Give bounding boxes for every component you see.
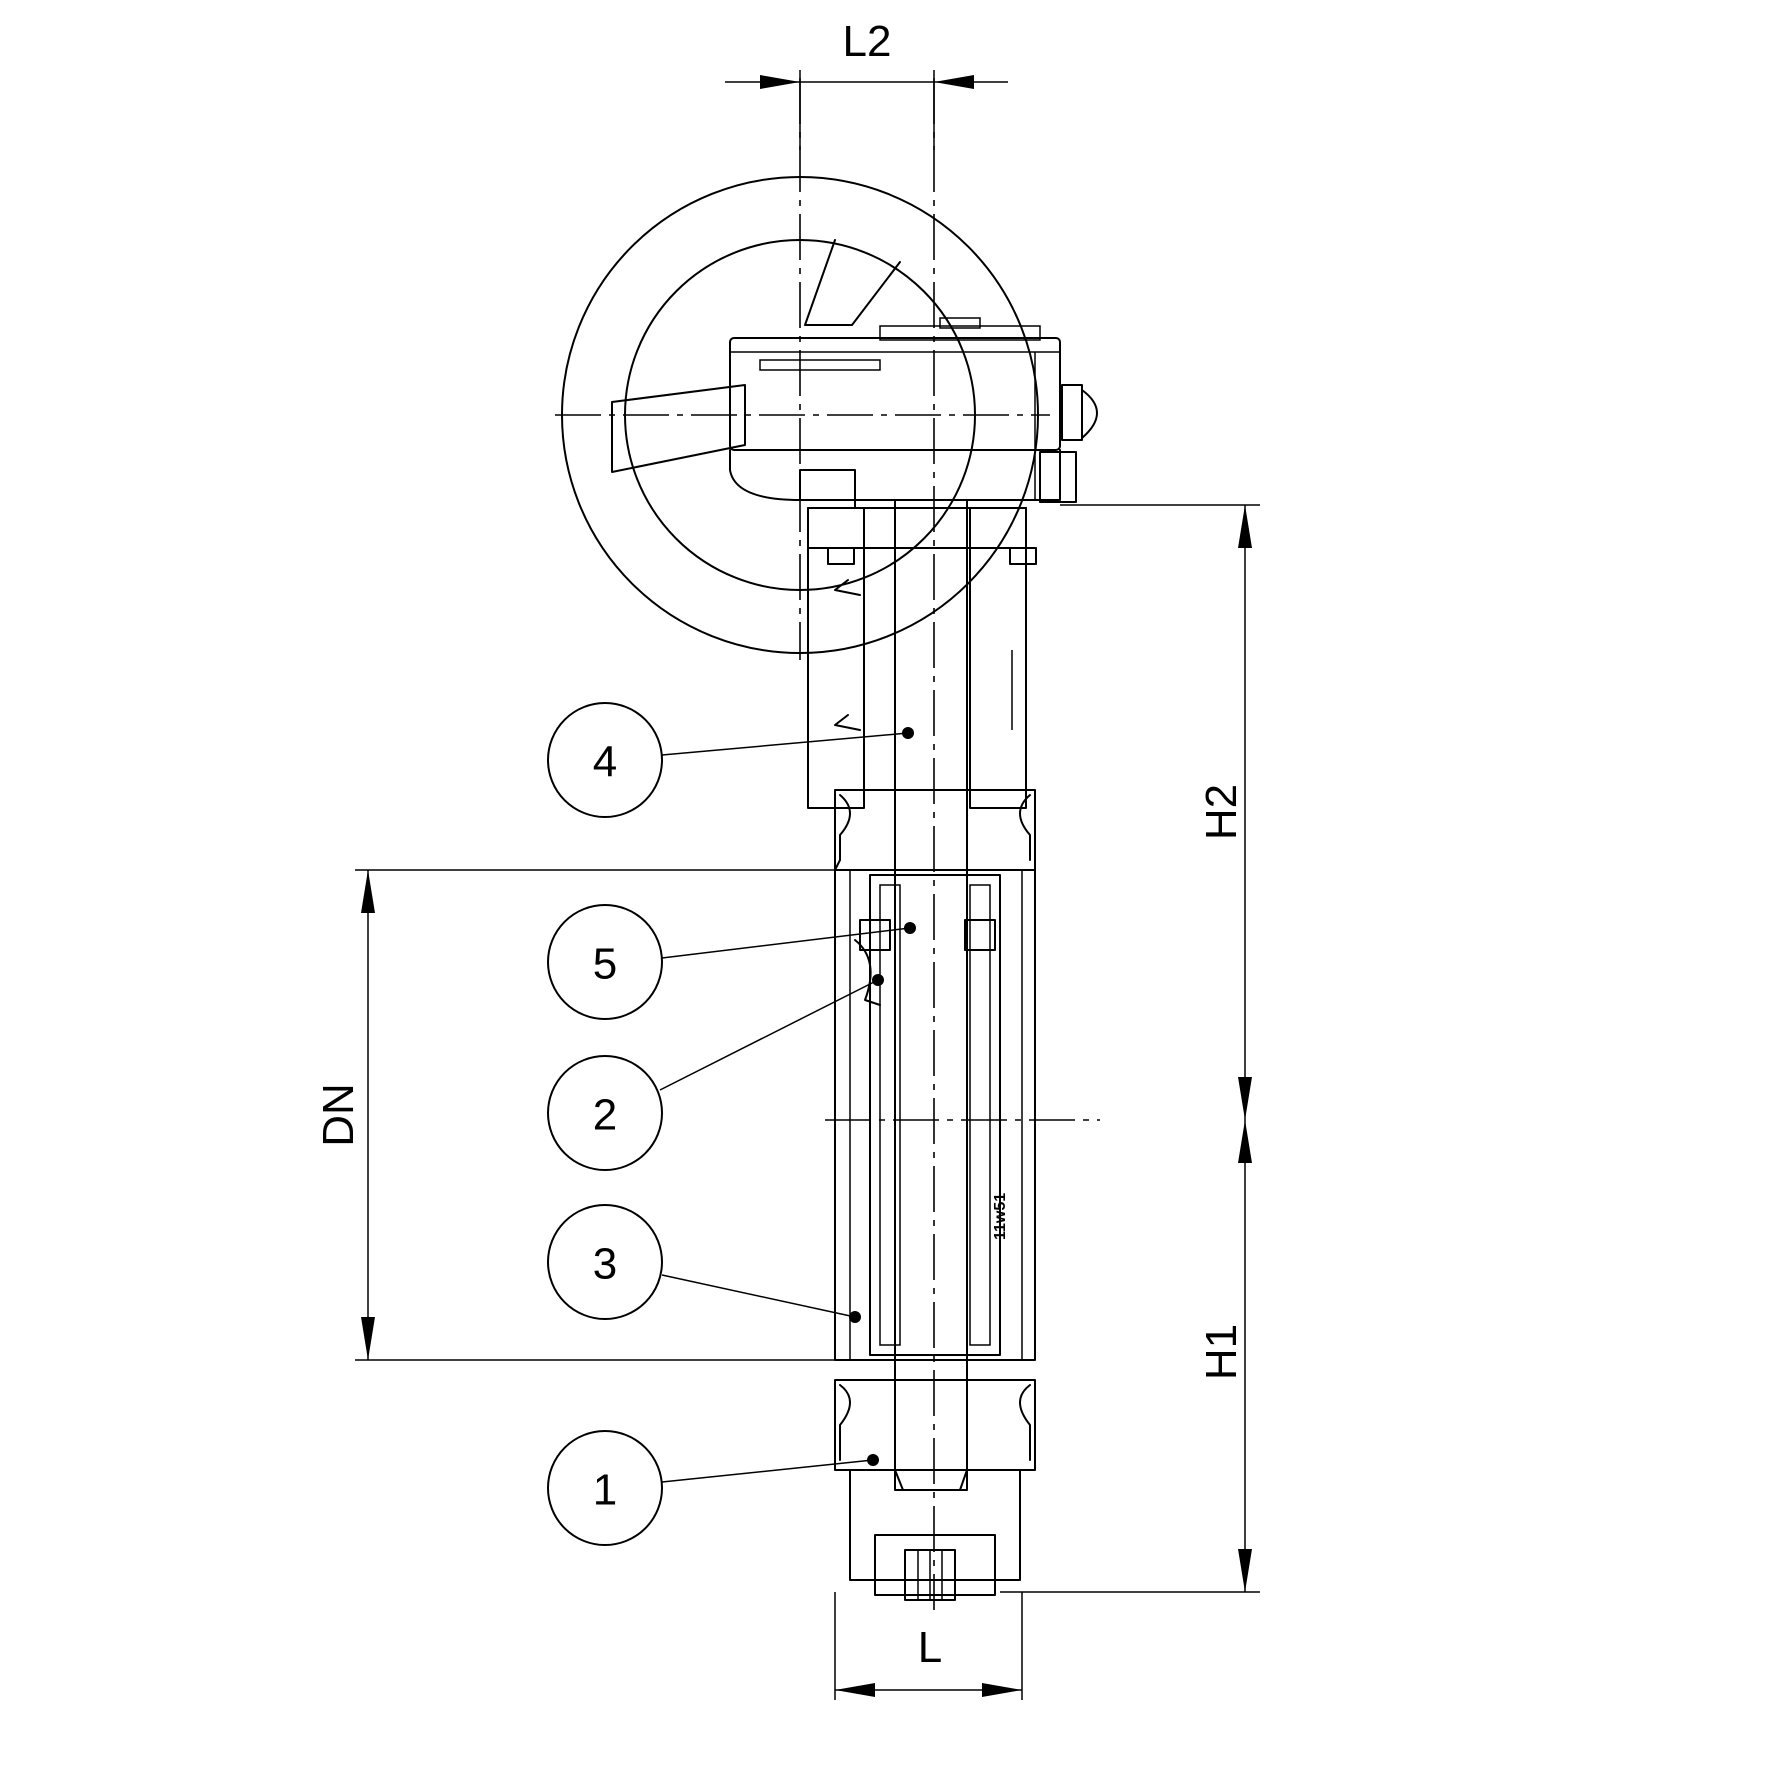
part-mark: 11w51	[992, 1193, 1009, 1240]
dimension-l-label: L	[918, 1623, 942, 1672]
lever-handle	[804, 239, 901, 326]
balloon-3: 3	[547, 1204, 861, 1323]
balloon-3-label: 3	[593, 1240, 617, 1289]
balloon-2-label: 2	[593, 1091, 617, 1140]
dimension-h2: H2	[1060, 504, 1260, 1120]
valve-stem	[894, 499, 968, 1491]
actuator-housing	[729, 317, 1098, 509]
balloon-5-label: 5	[593, 940, 617, 989]
dimension-l: L	[834, 1592, 1023, 1700]
valve-neck	[807, 507, 1037, 809]
balloon-4: 4	[547, 702, 914, 818]
balloon-4-label: 4	[593, 738, 617, 787]
balloon-5: 5	[547, 904, 916, 1020]
dimension-l2-label: L2	[843, 17, 892, 66]
dimension-dn-label: DN	[314, 1083, 363, 1147]
balloon-1: 1	[547, 1430, 879, 1546]
dimension-h1-label: H1	[1197, 1324, 1246, 1380]
dimension-l2: L2	[725, 17, 1008, 150]
balloon-1-label: 1	[593, 1466, 617, 1515]
dimension-h2-label: H2	[1197, 784, 1246, 840]
lever-arm	[611, 384, 746, 473]
centre-lines	[555, 78, 1100, 1610]
dimension-dn: DN	[314, 869, 835, 1361]
dimension-h1: H1	[1000, 1120, 1260, 1593]
valve-body-bottom	[834, 1379, 1036, 1601]
balloon-2: 2	[547, 974, 884, 1171]
valve-body	[834, 869, 1036, 1361]
